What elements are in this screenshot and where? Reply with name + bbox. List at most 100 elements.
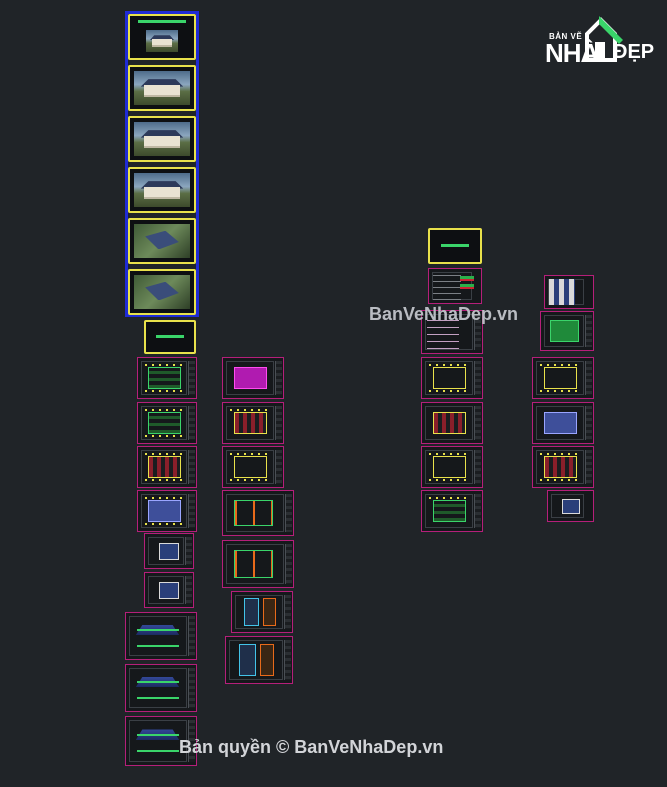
cover-title-bar <box>137 20 187 23</box>
sheet-border <box>425 314 473 350</box>
sheet-lighting-plan[interactable] <box>532 446 594 488</box>
render-house <box>144 85 180 97</box>
sheet-elevation-1[interactable] <box>125 612 197 660</box>
dimension-line <box>540 363 581 366</box>
dimension-line <box>540 479 581 482</box>
sheet-border <box>536 406 584 440</box>
sheet-door-detail[interactable] <box>231 591 293 633</box>
dimension-line <box>144 363 185 366</box>
sheet-structure-notes[interactable] <box>428 268 482 304</box>
sheet-furniture-plan[interactable] <box>222 402 284 444</box>
plan-drawing <box>543 366 578 390</box>
sheet-elevation-2[interactable] <box>125 664 197 712</box>
title-block <box>188 361 195 395</box>
sheet-electrical-plan[interactable] <box>222 446 284 488</box>
plan-drawing <box>233 455 268 479</box>
render-sheet-1[interactable] <box>128 65 196 111</box>
sheet-roof-plan[interactable] <box>137 490 197 532</box>
title-block <box>474 494 481 528</box>
title-block <box>585 315 592 347</box>
door-drawing <box>244 598 260 626</box>
title-block <box>284 640 291 680</box>
section-drawing <box>233 550 274 578</box>
sheet-border <box>226 494 284 532</box>
plan-drawing <box>543 455 578 479</box>
sheet-section-b[interactable] <box>222 540 294 588</box>
sheet-foundation-plan[interactable] <box>421 357 483 399</box>
render-sheet-5[interactable] <box>128 269 196 315</box>
dimension-line <box>230 452 271 455</box>
watermark-center: BanVeNhaDep.vn <box>369 304 519 324</box>
sheet-border <box>425 494 473 528</box>
sheet-column-plan[interactable] <box>421 446 483 488</box>
site-logo: BẢN VẼ NHÀ ĐẸP <box>543 12 659 68</box>
sheet-border <box>226 361 274 395</box>
render-house <box>144 136 180 148</box>
sheet-drainage-plan[interactable] <box>532 402 594 444</box>
plan-drawing <box>233 411 268 435</box>
render-roof <box>145 230 179 250</box>
title-block <box>188 616 195 656</box>
sheet-border <box>229 640 283 680</box>
sheet-floor-plan-2[interactable] <box>137 402 197 444</box>
cover-sheet[interactable] <box>128 14 196 60</box>
plan-drawing <box>148 455 181 479</box>
sheet-beam-plan[interactable] <box>421 402 483 444</box>
render-image <box>134 173 190 207</box>
sheet-border <box>148 576 184 604</box>
title-block <box>474 361 481 395</box>
sheet-mep-legend[interactable] <box>544 275 594 309</box>
door-drawing <box>239 643 256 677</box>
sheet-floor-plan-1[interactable] <box>137 357 197 399</box>
sheet-structure-schedule[interactable] <box>421 310 483 354</box>
sheet-detail-1[interactable] <box>144 533 194 569</box>
sheet-section-1[interactable] <box>125 716 197 766</box>
elevation-drawing <box>136 681 180 699</box>
sheet-border <box>551 494 584 518</box>
sheet-water-supply-plan[interactable] <box>532 357 594 399</box>
legend-table <box>460 275 474 290</box>
sheet-border <box>129 720 187 762</box>
sheet-detail-2[interactable] <box>144 572 194 608</box>
plan-drawing <box>233 366 268 390</box>
sheet-border <box>141 406 187 440</box>
render-sheet-2[interactable] <box>128 116 196 162</box>
render-sheet-4[interactable] <box>128 218 196 264</box>
schedule-table <box>426 315 460 349</box>
sheet-border <box>425 450 473 484</box>
dimension-line <box>540 452 581 455</box>
title-block <box>284 595 291 629</box>
render-sheet-3[interactable] <box>128 167 196 213</box>
sheet-layout-plan-color[interactable] <box>222 357 284 399</box>
dimension-line <box>144 435 185 438</box>
sheet-septic-detail[interactable] <box>547 490 594 522</box>
window-drawing <box>260 643 275 677</box>
dimension-line <box>144 496 185 499</box>
sheet-border <box>141 361 187 395</box>
render-house <box>151 39 173 48</box>
render-image-aerial <box>134 275 190 309</box>
sheet-roof-structure[interactable] <box>421 490 483 532</box>
logo-text-top: BẢN VẼ <box>549 32 583 41</box>
watermark-bottom: Bản quyền © BanVeNhaDep.vn <box>179 737 444 757</box>
plan-drawing <box>432 366 467 390</box>
sheet-mep-diagram[interactable] <box>540 311 594 351</box>
section-cover-architecture[interactable] <box>144 320 196 354</box>
sheet-border <box>141 450 187 484</box>
sheet-window-detail[interactable] <box>225 636 293 684</box>
section-drawing <box>233 499 274 527</box>
sheet-section-a[interactable] <box>222 490 294 536</box>
render-sheet-group[interactable] <box>125 11 199 317</box>
elevation-drawing <box>136 629 180 647</box>
render-roof <box>140 79 184 87</box>
legend-table <box>548 279 575 305</box>
dimension-line <box>429 496 470 499</box>
render-roof <box>149 35 175 41</box>
sheet-floor-plan-3[interactable] <box>137 446 197 488</box>
section-title-bar <box>441 244 469 247</box>
section-cover-structure[interactable] <box>428 228 482 264</box>
plan-drawing <box>432 411 467 435</box>
logo-text-end: ĐẸP <box>613 41 655 63</box>
title-block <box>185 537 192 565</box>
title-block <box>474 406 481 440</box>
